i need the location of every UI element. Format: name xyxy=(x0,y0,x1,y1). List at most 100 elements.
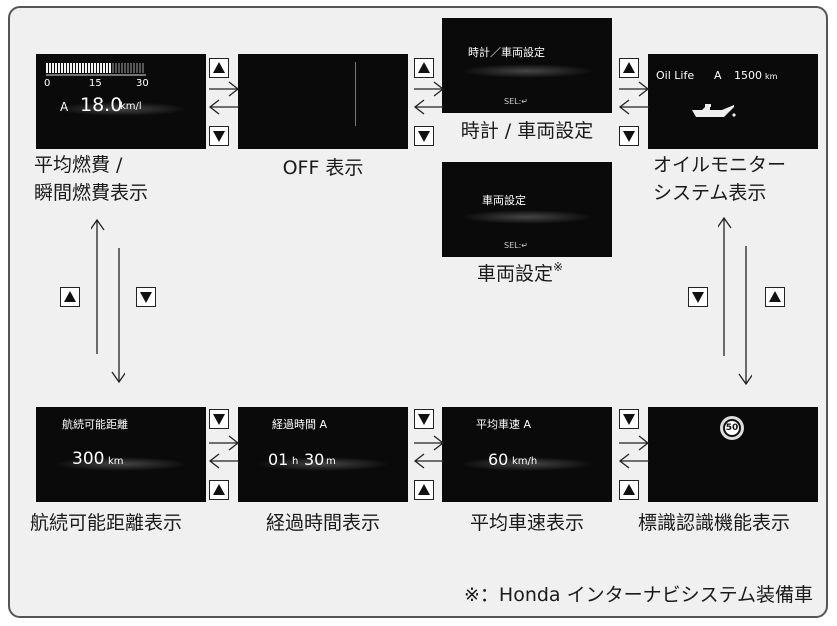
up-triangle-button-icon[interactable] xyxy=(414,480,434,500)
fuel-bar-segment xyxy=(52,63,54,73)
clock-caption: 時計 / 車両設定 xyxy=(460,120,594,142)
down-triangle-button-icon[interactable] xyxy=(414,126,434,146)
elapsed-h: h xyxy=(292,456,299,467)
fuel-bar-segment xyxy=(118,63,120,73)
vehicle-caption-text: 車両設定 xyxy=(477,263,554,285)
bidirectional-arrow-icon xyxy=(617,432,651,472)
elapsed-hours: 01 xyxy=(268,450,289,469)
speed-limit-sign-icon: 50 xyxy=(720,416,744,440)
range-unit: km xyxy=(108,456,124,467)
oil-monitor-screen: Oil Life A 1500 km xyxy=(648,54,818,149)
range-caption: 航続可能距離表示 xyxy=(30,512,183,534)
vehicle-screen-title: 車両設定 xyxy=(482,194,526,207)
vehicle-caption: 車両設定※ xyxy=(477,261,563,287)
elapsed-caption: 経過時間表示 xyxy=(265,512,380,534)
fuel-bar-segment xyxy=(139,63,141,73)
fuel-bar-segment xyxy=(70,63,72,73)
fuel-bar-segment xyxy=(61,63,63,73)
vehicle-sel-text: SEL:↵ xyxy=(504,241,528,250)
fuel-scale-0: 0 xyxy=(44,78,51,89)
fuel-avg-unit: km/l xyxy=(120,101,142,112)
clock-screen-title: 時計／車両設定 xyxy=(468,46,545,59)
down-triangle-button-icon[interactable] xyxy=(619,126,639,146)
fuel-bar-segment xyxy=(127,63,129,73)
fuel-bar-segment xyxy=(58,63,60,73)
fuel-bar-segment xyxy=(130,63,132,73)
fuel-bar-segment xyxy=(115,63,117,73)
down-triangle-button-icon[interactable] xyxy=(209,126,229,146)
up-triangle-button-icon[interactable] xyxy=(619,480,639,500)
elapsed-time-screen: 経過時間 A 01 h 30 m xyxy=(238,407,408,502)
oil-caption-line1: オイルモニター xyxy=(653,154,787,176)
bidirectional-arrow-icon xyxy=(617,78,651,118)
down-triangle-button-icon[interactable] xyxy=(209,409,229,429)
clock-settings-screen: 時計／車両設定 SEL:↵ xyxy=(442,18,612,113)
avg-speed-screen: 平均車速 A 60 km/h xyxy=(442,407,612,502)
oil-can-icon xyxy=(692,104,736,117)
fuel-bar-segment xyxy=(85,63,87,73)
fuel-caption-line1: 平均燃費 / xyxy=(34,154,123,176)
bidirectional-arrow-icon xyxy=(207,432,241,472)
fuel-bar-segment xyxy=(79,63,81,73)
fuel-bar-segment xyxy=(64,63,66,73)
bidirectional-arrow-icon xyxy=(412,78,446,118)
vehicle-settings-screen: 車両設定 SEL:↵ xyxy=(442,162,612,257)
speed-unit: km/h xyxy=(512,456,538,467)
fuel-bar-segment xyxy=(49,63,51,73)
elapsed-screen-title: 経過時間 A xyxy=(272,418,328,431)
speed-value: 60 xyxy=(488,450,509,469)
range-screen-title: 航続可能距離 xyxy=(62,418,128,431)
range-value: 300 xyxy=(72,449,105,469)
fuel-bar-segment xyxy=(106,63,108,73)
fuel-bar-gauge xyxy=(46,63,146,76)
off-caption: OFF 表示 xyxy=(282,157,364,179)
fuel-bar-segment xyxy=(100,63,102,73)
bidirectional-arrow-icon xyxy=(207,78,241,118)
elapsed-minutes: 30 xyxy=(304,450,325,469)
speed-screen-title: 平均車速 A xyxy=(476,418,532,431)
up-triangle-button-icon[interactable] xyxy=(765,287,785,307)
fuel-bar-segment xyxy=(67,63,69,73)
off-divider-line xyxy=(355,62,356,126)
up-triangle-button-icon[interactable] xyxy=(414,58,434,78)
range-screen: 航続可能距離 300 km xyxy=(36,407,206,502)
up-triangle-button-icon[interactable] xyxy=(60,287,80,307)
up-triangle-button-icon[interactable] xyxy=(619,58,639,78)
fuel-bar-segment xyxy=(55,63,57,73)
down-triangle-button-icon[interactable] xyxy=(414,409,434,429)
fuel-bar-segment xyxy=(136,63,138,73)
sign-recognition-screen: 50 xyxy=(648,407,818,502)
elapsed-m: m xyxy=(326,456,336,467)
down-triangle-button-icon[interactable] xyxy=(688,287,708,307)
fuel-bar-segment xyxy=(88,63,90,73)
up-triangle-button-icon[interactable] xyxy=(209,480,229,500)
fuel-scale-15: 15 xyxy=(89,78,102,89)
fuel-bar-segment xyxy=(109,63,111,73)
fuel-bar-segment xyxy=(82,63,84,73)
fuel-economy-screen: 0 15 30 A 18.0 km/l xyxy=(36,54,206,149)
fuel-bar-segment xyxy=(91,63,93,73)
fuel-bar-segment xyxy=(73,63,75,73)
down-triangle-button-icon[interactable] xyxy=(136,287,156,307)
fuel-avg-value: 18.0 xyxy=(80,94,123,116)
fuel-bar-segment xyxy=(46,63,48,73)
fuel-bar-segment xyxy=(112,63,114,73)
oil-life-unit: km xyxy=(765,72,778,81)
fuel-bar-segment xyxy=(133,63,135,73)
footnote: ※：Honda インターナビシステム装備車 xyxy=(464,584,814,606)
oil-life-label: Oil Life xyxy=(656,69,695,82)
down-triangle-button-icon[interactable] xyxy=(619,409,639,429)
sign-caption: 標識認識機能表示 xyxy=(638,512,791,534)
up-triangle-button-icon[interactable] xyxy=(209,58,229,78)
fuel-bar-segment xyxy=(142,63,144,73)
vertical-bidirectional-arrow-icon xyxy=(89,218,127,388)
fuel-bar-segment xyxy=(76,63,78,73)
fuel-caption-line2: 瞬間燃費表示 xyxy=(34,182,149,204)
oil-life-value: 1500 xyxy=(734,69,762,82)
vertical-bidirectional-arrow-icon xyxy=(716,216,754,390)
fuel-scale-30: 30 xyxy=(136,78,149,89)
speed-caption: 平均車速表示 xyxy=(469,512,584,534)
oil-life-prefix: A xyxy=(714,69,722,82)
oil-caption-line2: システム表示 xyxy=(653,182,767,204)
fuel-bar-segment xyxy=(121,63,123,73)
